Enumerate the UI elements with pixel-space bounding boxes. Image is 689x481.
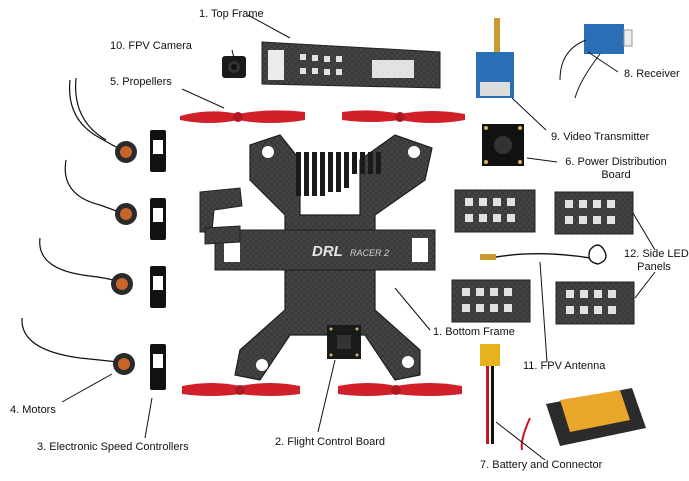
label-motors: 4. Motors [10,404,56,416]
label-pdb-line1: 6. Power Distribution [565,156,667,168]
parts-diagram: DRL RACER 2 [10,8,689,471]
standoffs [296,152,381,196]
motors [21,77,137,375]
label-receiver: 8. Receiver [624,68,680,80]
propeller-bottom-right [338,383,462,396]
power-distribution-board [482,124,524,166]
label-escs: 3. Electronic Speed Controllers [37,441,189,453]
parts-illustration: DRL RACER 2 [21,14,656,461]
escs [150,130,166,390]
fpv-antenna [480,244,607,265]
label-flight-control-board: 2. Flight Control Board [275,436,386,448]
label-video-transmitter: 9. Video Transmitter [551,131,650,143]
flight-control-board [327,325,361,359]
leader-lines [61,14,656,461]
receiver [559,24,633,99]
label-power-distribution-board: 6. Power Distribution Board [561,156,671,182]
top-frame [261,41,441,89]
fpv-camera [222,56,246,78]
label-fpv-camera: 10. FPV Camera [110,40,192,52]
battery-connector [480,344,500,444]
frame-logo-brand: DRL [312,243,343,260]
video-transmitter [476,18,514,98]
battery [520,388,646,451]
propeller-top-right [342,110,465,123]
label-pdb-line2: Board [601,169,631,181]
label-bottom-frame: 1. Bottom Frame [433,326,515,338]
propeller-top-left [180,110,305,123]
side-led-panels [451,189,635,325]
label-side-led-line2: Panels [637,261,671,273]
led-panel-windows [462,198,616,314]
frame-brackets [199,187,243,245]
bottom-frame: DRL RACER 2 [214,134,436,381]
label-side-led-panels: 12. Side LED Panels [624,248,689,274]
frame-logo-model: RACER 2 [350,248,389,258]
label-side-led-line1: 12. Side LED [624,248,689,260]
propeller-bottom-left [182,383,300,396]
label-fpv-antenna: 11. FPV Antenna [523,360,606,372]
label-battery: 7. Battery and Connector [480,459,603,471]
label-propellers: 5. Propellers [110,76,172,88]
label-top-frame: 1. Top Frame [199,8,264,20]
